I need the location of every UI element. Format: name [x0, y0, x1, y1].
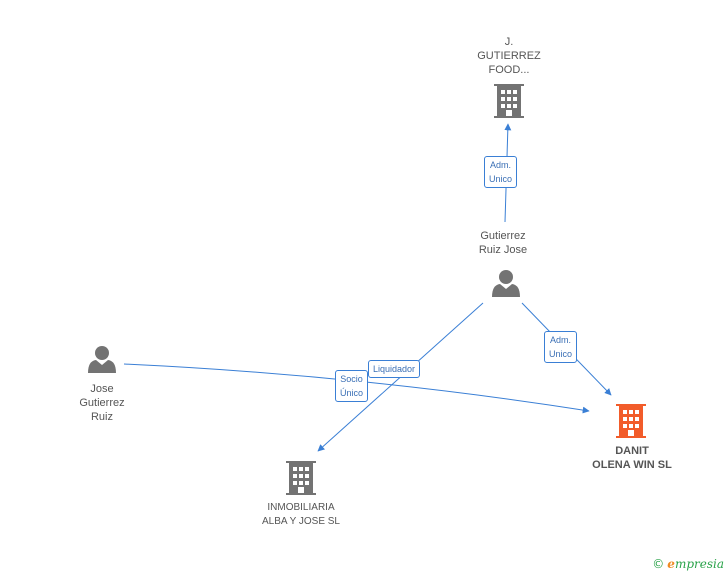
company-building-icon-danit[interactable] — [616, 404, 646, 438]
person-icon-jose-gutierrez-ruiz[interactable] — [88, 346, 116, 373]
edge-label-adm-unico-food[interactable]: Adm. Unico — [484, 156, 518, 188]
edge-label-socio-unico[interactable]: Socio Único — [335, 370, 369, 402]
brand-logo-e: e — [667, 557, 675, 571]
node-label-danit-olena-win[interactable]: DANIT OLENA WIN SL — [592, 445, 672, 471]
node-label-jose-gutierrez-ruiz[interactable]: Jose Gutierrez Ruiz — [79, 383, 125, 423]
empresia-watermark: ©empresia — [652, 557, 724, 571]
node-label-inmobiliaria-alba[interactable]: INMOBILIARIA ALBA Y JOSE SL — [261, 502, 340, 527]
company-building-icon-inmobiliaria[interactable] — [286, 461, 316, 495]
copyright-icon: © — [652, 557, 665, 571]
node-label-gutierrez-ruiz-jose[interactable]: Gutierrez Ruiz Jose — [478, 230, 528, 256]
edge-label-adm-unico-danit[interactable]: Adm. Unico — [544, 331, 578, 363]
node-label-j-gutierrez-food[interactable]: J. GUTIERREZ FOOD... — [477, 36, 541, 76]
brand-logo-text: mpresia — [674, 557, 724, 571]
company-building-icon-food[interactable] — [494, 84, 524, 118]
person-icon-gutierrez-ruiz-jose[interactable] — [492, 270, 520, 297]
edge-label-liquidador[interactable]: Liquidador — [368, 360, 421, 378]
